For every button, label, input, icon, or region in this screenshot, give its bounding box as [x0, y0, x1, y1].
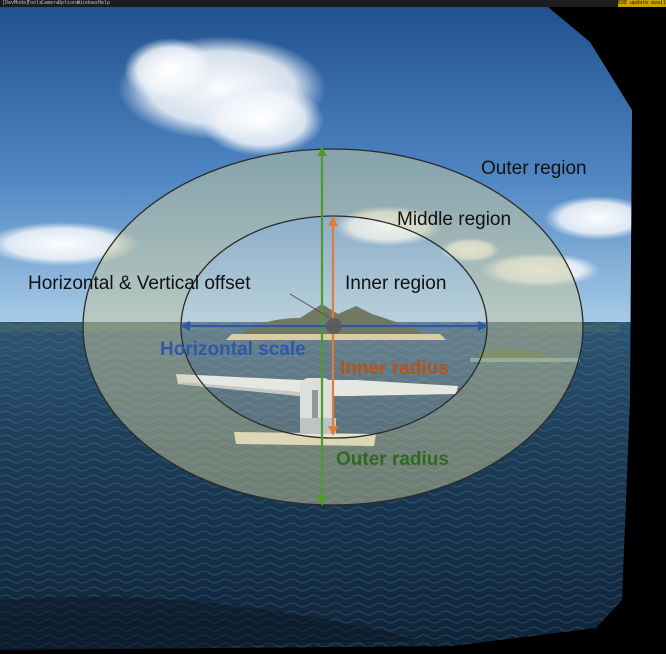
- outer-radius-label: Outer radius: [336, 449, 449, 470]
- inner-radius-arrowhead: [328, 216, 338, 226]
- cloud: [200, 84, 324, 156]
- offset-label: Horizontal & Vertical offset: [28, 273, 251, 294]
- menu-item-devmode[interactable]: [DevMode]: [2, 0, 30, 6]
- outer-radius-arrowhead: [317, 496, 327, 506]
- outer-ellipse: [82, 148, 584, 506]
- menu-item-tools[interactable]: Tools: [27, 0, 43, 6]
- cloud: [0, 222, 140, 266]
- outer-radius-arrowhead: [317, 146, 327, 156]
- inner-region-label: Inner region: [345, 273, 447, 294]
- menu-item-options[interactable]: Options: [58, 0, 80, 6]
- menu-item-camera[interactable]: Camera: [41, 0, 60, 6]
- menu-item-windows[interactable]: Windows: [77, 0, 99, 6]
- inner-radius-arrowhead: [328, 426, 338, 436]
- outer-region-overlay: [83, 149, 583, 505]
- menu-item-help[interactable]: Help: [98, 0, 111, 6]
- shadow: [0, 596, 420, 650]
- menu-bar: [DevMode] Tools Camera Options Windows H…: [0, 0, 666, 7]
- inner-ellipse: [180, 215, 488, 439]
- center-offset-marker: [326, 318, 342, 334]
- beach: [226, 334, 446, 340]
- outer-region-label: Outer region: [481, 158, 587, 179]
- cloud: [124, 38, 216, 102]
- horizontal-scale-arrowhead: [180, 321, 190, 331]
- update-status-badge[interactable]: EXE update available: [618, 0, 666, 7]
- inner-radius-label: Inner radius: [340, 358, 449, 379]
- horizontal-scale-label: Horizontal scale: [160, 339, 306, 360]
- offset-pointer-line: [289, 293, 331, 319]
- horizontal-scale-arrowhead: [478, 321, 488, 331]
- cloud: [544, 196, 632, 240]
- middle-region-label: Middle region: [397, 209, 512, 230]
